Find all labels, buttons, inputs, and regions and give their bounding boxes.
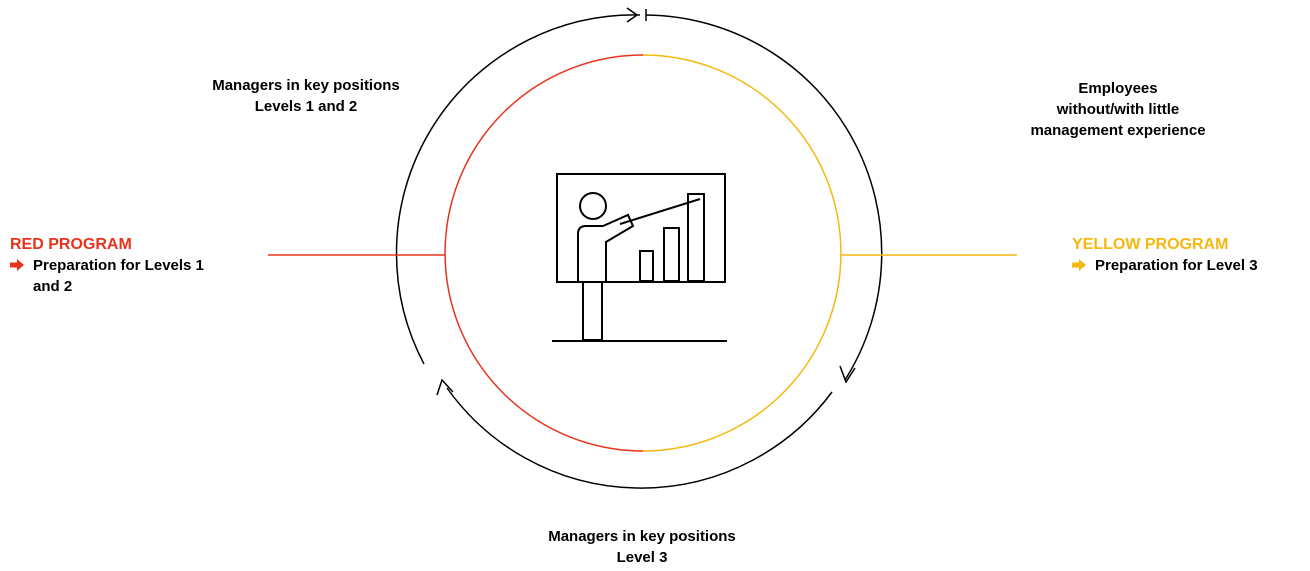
presenter-head bbox=[579, 192, 607, 220]
label-line: Managers in key positions bbox=[212, 77, 400, 94]
label-employees-little-experience: Employees without/with little management… bbox=[1018, 78, 1218, 141]
presenter-legs bbox=[582, 281, 603, 341]
presenter-with-bar-chart-icon bbox=[552, 173, 727, 342]
red-program-desc-line: Preparation for Levels 1 bbox=[33, 257, 204, 274]
label-line: Level 3 bbox=[616, 549, 668, 566]
label-line: Levels 1 and 2 bbox=[254, 98, 358, 115]
label-managers-levels-1-2: Managers in key positions Levels 1 and 2 bbox=[176, 75, 436, 117]
label-line: management experience bbox=[1030, 122, 1206, 139]
yellow-program: YELLOW PROGRAM Preparation for Level 3 bbox=[1072, 234, 1258, 276]
cycle-arrowhead-top bbox=[626, 7, 639, 23]
label-managers-level-3: Managers in key positions Level 3 bbox=[512, 526, 772, 568]
presenter-pointer bbox=[619, 198, 701, 225]
yellow-program-description: Preparation for Level 3 bbox=[1072, 255, 1258, 276]
arrow-right-icon bbox=[1072, 259, 1086, 271]
chart-bar-2 bbox=[663, 227, 680, 282]
presenter-body bbox=[577, 213, 635, 283]
outer-cycle-arc-bottom bbox=[446, 387, 833, 489]
yellow-program-desc-line: Preparation for Level 3 bbox=[1095, 257, 1258, 274]
inner-circle-red-half bbox=[444, 54, 644, 452]
chart-bar-3 bbox=[687, 193, 705, 282]
cycle-arrowhead-left bbox=[436, 378, 454, 396]
arrow-right-icon bbox=[10, 259, 24, 271]
inner-circle-yellow-half bbox=[642, 54, 842, 452]
cycle-arrowhead-right bbox=[839, 365, 856, 384]
red-program-description: Preparation for Levels 1 and 2 bbox=[10, 255, 204, 297]
yellow-program-title: YELLOW PROGRAM bbox=[1072, 236, 1229, 253]
label-line: Managers in key positions bbox=[548, 528, 736, 545]
red-program-desc-line: and 2 bbox=[33, 278, 73, 295]
outer-cycle-arc-right bbox=[645, 14, 883, 381]
label-line: Employees bbox=[1078, 80, 1158, 97]
label-line: without/with little bbox=[1056, 101, 1180, 118]
red-program-title: RED PROGRAM bbox=[10, 236, 132, 253]
outer-cycle-arc-left bbox=[395, 14, 641, 365]
chart-bar-1 bbox=[639, 250, 654, 282]
red-program: RED PROGRAM Preparation for Levels 1 and… bbox=[10, 234, 204, 297]
